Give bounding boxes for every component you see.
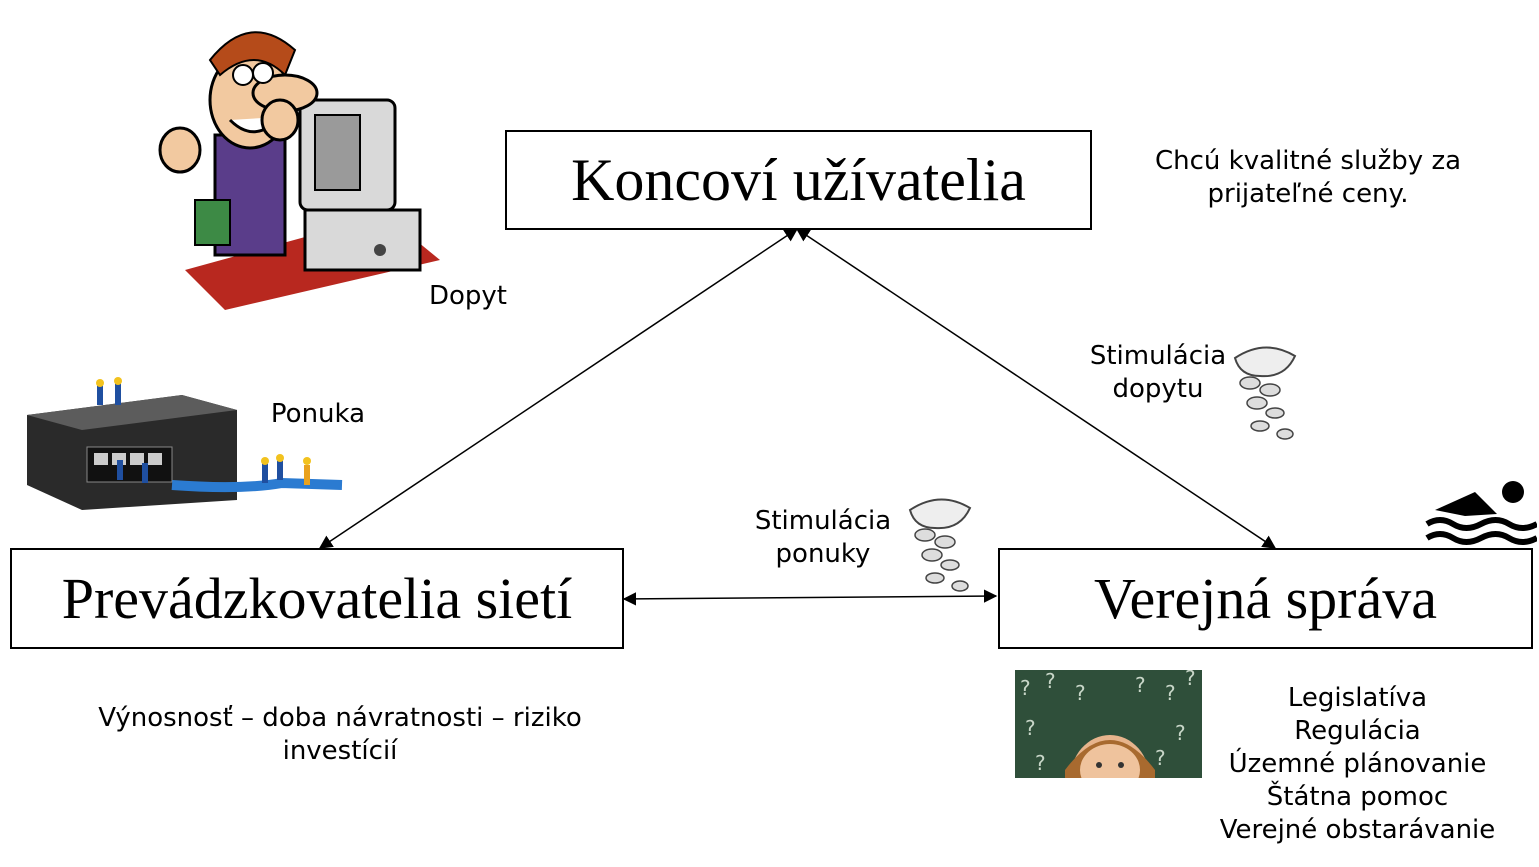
stimulation-demand-line-1: Stimulácia [1089,341,1227,371]
edge-operators-public [622,589,998,606]
svg-text:?: ? [1045,670,1056,693]
node-operators-label: Prevádzkovatelia sietí [61,566,573,631]
supply-label: Ponuka [270,399,366,429]
stimulation-supply-line-2: ponuky [775,539,871,569]
svg-text:?: ? [1175,721,1186,745]
stimulation-demand-label: Stimulácia dopytu [1068,340,1248,406]
node-public: Verejná správa [998,548,1533,649]
users-description-line-2: prijateľné ceny. [1207,179,1409,209]
svg-text:?: ? [1020,676,1031,700]
thinking-woman-image: ??? ??? ??? ? [1015,670,1202,778]
node-operators: Prevádzkovatelia sietí [10,548,624,649]
svg-text:?: ? [1035,751,1046,775]
stimulation-supply-label: Stimulácia ponuky [728,505,918,571]
swimmer-icon [1425,481,1537,545]
public-description-line-4: Štátna pomoc [1266,782,1449,812]
public-description-line-3: Územné plánovanie [1228,749,1487,779]
edge-users-operators [318,228,799,549]
svg-text:?: ? [1025,716,1036,740]
cartoon-man-computer-image [158,31,440,310]
users-description-line-1: Chcú kvalitné služby za [1154,146,1462,176]
svg-text:?: ? [1075,681,1086,705]
svg-text:?: ? [1155,746,1166,770]
public-description-line-5: Verejné obstarávanie [1219,815,1496,845]
stimulation-supply-line-1: Stimulácia [754,506,892,536]
demand-label: Dopyt [428,281,507,311]
router-workers-image [27,377,343,510]
users-description: Chcú kvalitné služby za prijateľné ceny. [1118,145,1498,211]
public-description: Legislatíva Regulácia Územné plánovanie … [1200,682,1515,847]
node-users: Koncoví užívatelia [505,130,1092,230]
node-public-label: Verejná správa [1094,566,1437,631]
operators-description-line-1: Výnosnosť – doba návratnosti – riziko [98,703,582,733]
svg-text:?: ? [1185,670,1196,690]
public-description-line-2: Regulácia [1294,716,1421,746]
money-stimulus-supply-image [908,498,972,592]
stimulation-demand-line-2: dopytu [1112,374,1204,404]
svg-text:?: ? [1165,681,1176,705]
node-users-label: Koncoví užívatelia [571,146,1026,213]
operators-description: Výnosnosť – doba návratnosti – riziko in… [40,702,640,768]
public-description-line-1: Legislatíva [1287,683,1428,713]
money-stimulus-demand-image [1233,346,1297,440]
svg-text:?: ? [1135,673,1146,697]
operators-description-line-2: investícií [282,736,398,766]
edge-users-public [795,228,1277,549]
